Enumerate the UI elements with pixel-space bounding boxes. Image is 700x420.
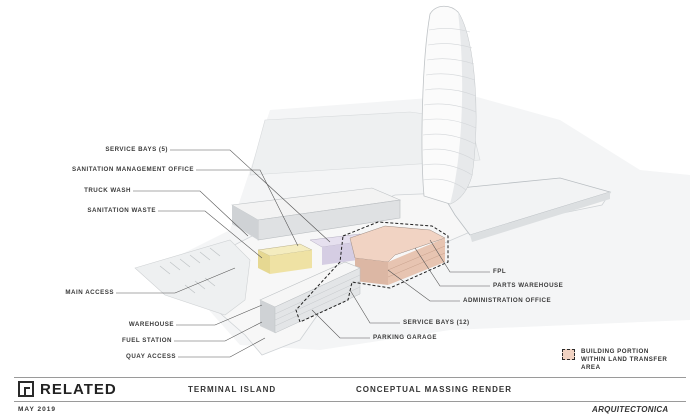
label-parts-warehouse: PARTS WAREHOUSE bbox=[493, 282, 564, 289]
label-parking-garage: PARKING GARAGE bbox=[373, 334, 437, 341]
parking-garage-end bbox=[260, 300, 275, 333]
tower bbox=[421, 5, 477, 205]
drawing-title: CONCEPTUAL MASSING RENDER bbox=[356, 385, 512, 394]
brand-logo: RELATED bbox=[18, 380, 117, 398]
architect-name: ARQUITECTONICA bbox=[592, 405, 669, 414]
administration-floor-lines bbox=[387, 245, 446, 278]
label-administration-office: ADMINISTRATION OFFICE bbox=[463, 297, 552, 304]
label-quay-access: QUAY ACCESS bbox=[126, 353, 176, 360]
label-fpl: FPL bbox=[493, 268, 507, 275]
road-stripes bbox=[159, 247, 221, 294]
footer-rule-bottom bbox=[14, 401, 686, 402]
sanitation-waste-side bbox=[270, 250, 312, 274]
administration-front bbox=[355, 258, 388, 285]
rear-building-side bbox=[232, 205, 258, 240]
legend: BUILDING PORTION WITHIN LAND TRANSFER AR… bbox=[562, 348, 671, 372]
label-fuel-station: FUEL STATION bbox=[122, 337, 172, 344]
label-service-bays-5: SERVICE BAYS (5) bbox=[105, 146, 168, 153]
label-truck-wash: TRUCK WASH bbox=[84, 187, 131, 194]
footer-rule-top bbox=[14, 377, 686, 378]
brand-name: RELATED bbox=[40, 380, 117, 398]
label-warehouse: WAREHOUSE bbox=[128, 321, 174, 328]
label-main-access: MAIN ACCESS bbox=[65, 289, 114, 296]
date: MAY 2019 bbox=[18, 406, 56, 413]
label-sanitation-waste: SANITATION WASTE bbox=[87, 207, 156, 214]
related-logo-icon bbox=[18, 381, 34, 397]
project-name: TERMINAL ISLAND bbox=[188, 385, 277, 394]
label-service-bays-12: SERVICE BAYS (12) bbox=[403, 319, 470, 326]
label-sanitation-management-office: SANITATION MANAGEMENT OFFICE bbox=[71, 166, 194, 173]
leader-lines-right bbox=[311, 239, 490, 339]
land-transfer-outline bbox=[295, 221, 449, 323]
sanitation-waste-front bbox=[258, 250, 270, 274]
legend-swatch bbox=[562, 349, 575, 360]
triangular-pier-edge bbox=[470, 192, 610, 242]
legend-text: BUILDING PORTION WITHIN LAND TRANSFER AR… bbox=[581, 348, 668, 371]
parking-garage-floors bbox=[274, 274, 361, 327]
access-road bbox=[134, 239, 251, 316]
leader-lines-left bbox=[116, 149, 331, 358]
administration-side bbox=[388, 238, 445, 285]
